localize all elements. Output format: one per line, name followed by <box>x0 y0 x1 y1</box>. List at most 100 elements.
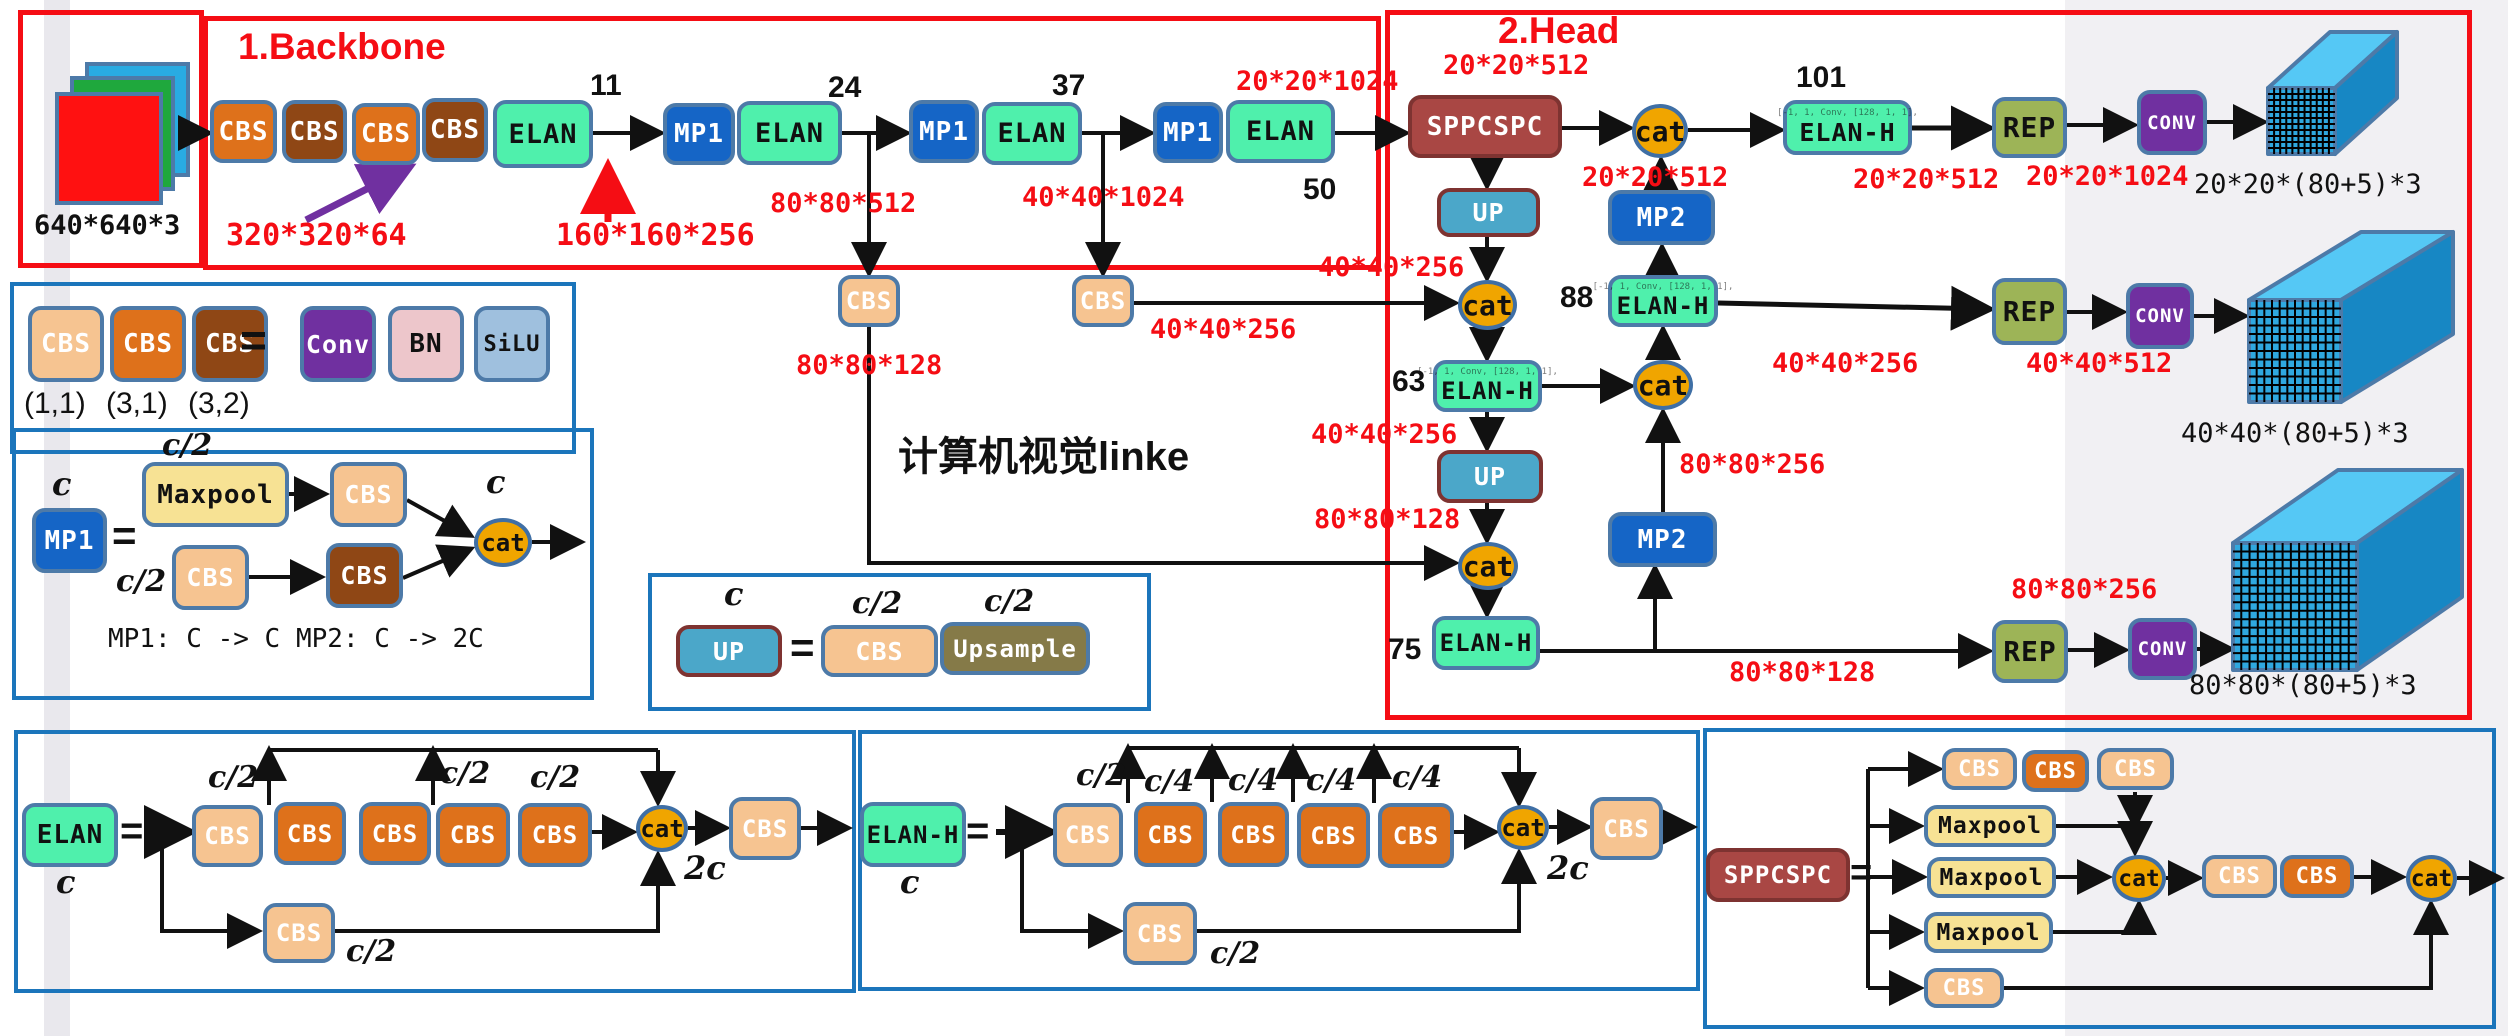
elanh-cbs-3-label: CBS <box>1230 820 1277 849</box>
spp-cbs-2: CBS <box>2022 750 2089 792</box>
backbone-title: 1.Backbone <box>238 26 446 67</box>
head-mp2-1: MP2 <box>1608 190 1715 245</box>
purple-arrow-320 <box>304 163 417 224</box>
layer-37: 37 <box>1052 69 1086 102</box>
head-conv-3-label: CONV <box>2137 638 2188 660</box>
spp-maxpool-3-label: Maxpool <box>1936 919 2041 946</box>
spp-maxpool-1: Maxpool <box>1924 805 2056 847</box>
legend-conv-label: Conv <box>305 329 371 359</box>
head-up-1-label: UP <box>1472 198 1505 227</box>
spp-maxpool-2-label: Maxpool <box>1939 864 2044 891</box>
head-rep-1: REP <box>1992 97 2067 158</box>
dim-20-20-512-rep: 20*20*512 <box>1853 164 2000 195</box>
elanh-cbs-bypass: CBS <box>1123 902 1197 965</box>
elan-cbs-3: CBS <box>359 802 431 865</box>
elan-bypass-down <box>160 832 263 949</box>
backbone-elan-2-label: ELAN <box>754 117 825 149</box>
head-sppcspc-label: SPPCSPC <box>1426 111 1544 142</box>
elanh-bypass-down <box>1020 832 1124 949</box>
legend-mp-cbs-brown-label: CBS <box>340 561 389 590</box>
legend-up-cbs: CBS <box>821 625 938 677</box>
output-cube-80 <box>2231 468 2464 672</box>
backbone-elan-1-label: ELAN <box>508 118 578 150</box>
elanh-legend-frame <box>858 730 1700 991</box>
elanh-c4-3: c/4 <box>1306 763 1357 798</box>
up-equals: = <box>790 624 815 671</box>
legend-elanh-label: ELAN-H <box>866 820 960 849</box>
route-cbs-80: CBS <box>838 275 900 327</box>
dim-40-40-256-elanh63: 40*40*256 <box>1311 419 1458 450</box>
legend-mp-cbs-top-label: CBS <box>344 480 393 509</box>
dim-20-20-512-sppcspc: 20*20*512 <box>1443 50 1590 81</box>
head-conv-1-label: CONV <box>2147 111 2197 134</box>
head-sppcspc: SPPCSPC <box>1408 95 1562 158</box>
head-elanh-101-config-text: [-1, 1, Conv, [128, 1, 1], <box>1777 107 1918 118</box>
elanh-c4-2: c/4 <box>1228 763 1279 798</box>
route-cbs-80-label: CBS <box>845 287 893 315</box>
dim-40-40-512: 40*40*512 <box>2026 348 2173 379</box>
spp-cbs-4: CBS <box>2202 855 2277 898</box>
mp-c2-bottom: c/2 <box>116 564 167 599</box>
head-elanh-63: [-1, 1, Conv, [128, 1, 1],ELAN-H <box>1417 360 1558 412</box>
head-rep-2-label: REP <box>2002 295 2057 328</box>
elanh-c-in: c <box>900 863 920 901</box>
dim-80-80-128-route: 80*80*128 <box>796 350 943 381</box>
up-c2-upsample: c/2 <box>984 584 1035 619</box>
head-cat-20: cat <box>1632 104 1688 158</box>
layer-11: 11 <box>590 69 622 102</box>
head-conv-3: CONV <box>2128 618 2197 680</box>
input-size-label: 640*640*3 <box>34 210 181 241</box>
legend-maxpool-label: Maxpool <box>157 479 274 510</box>
elanh-c4-4: c/4 <box>1392 760 1443 795</box>
watermark: 计算机视觉linke <box>898 435 1190 479</box>
legend-up: UP <box>676 625 782 677</box>
mp-cbstop-to-cat <box>406 498 475 538</box>
legend-cbs-1x1-label: CBS <box>41 329 91 359</box>
dim-40-40-256-up1: 40*40*256 <box>1318 252 1465 283</box>
backbone-cbs-3: CBS <box>352 103 420 165</box>
elanh-cbs-2: CBS <box>1134 802 1207 867</box>
legend-up-cbs-label: CBS <box>855 636 904 666</box>
head-mp2-2: MP2 <box>1608 512 1717 567</box>
legend-mp-cbs-bottom-label: CBS <box>186 563 235 592</box>
dim-20-20-512-mp2: 20*20*512 <box>1582 162 1729 193</box>
elanh-cat: cat <box>1497 805 1549 850</box>
spp-max3-to-cat <box>2053 899 2157 935</box>
dim-80-80-256-rep3: 80*80*256 <box>2011 574 2158 605</box>
dim-80-80-128-up2: 80*80*128 <box>1314 504 1461 535</box>
elanh-equals: = <box>966 809 990 853</box>
head-rep-3-label: REP <box>2003 635 2057 668</box>
legend-up-label: UP <box>712 636 746 666</box>
head-up-2: UP <box>1437 450 1543 503</box>
backbone-cbs-3-label: CBS <box>361 119 411 149</box>
layer-50: 50 <box>1303 173 1337 206</box>
spp-cbs-bypass-label: CBS <box>1942 975 1986 1001</box>
mp-c-out: c <box>486 463 506 501</box>
output-cube-40 <box>2247 230 2455 404</box>
spp-cbs-3-label: CBS <box>2114 756 2157 782</box>
spp-maxpool-2: Maxpool <box>1927 857 2056 898</box>
legend-upsample: Upsample <box>940 622 1090 675</box>
elan-cbs-2: CBS <box>274 802 346 865</box>
legend-bn-label: BN <box>409 329 443 359</box>
input-channel-red <box>55 92 163 205</box>
layer-75: 75 <box>1388 633 1422 666</box>
spp-equals: = <box>1850 852 1873 894</box>
backbone-elan-1: ELAN <box>493 100 593 168</box>
dim-40-40-256-route: 40*40*256 <box>1150 314 1297 345</box>
elanh-cbs-bypass-label: CBS <box>1136 919 1184 948</box>
output-40-label: 40*40*(80+5)*3 <box>2181 418 2409 449</box>
legend-conv: Conv <box>300 306 376 382</box>
head-rep-2: REP <box>1992 278 2067 345</box>
head-elanh-101: [-1, 1, Conv, [128, 1, 1],ELAN-H <box>1777 100 1918 155</box>
legend-mp1-label: MP1 <box>44 525 95 556</box>
backbone-elan-3: ELAN <box>982 102 1082 165</box>
head-title: 2.Head <box>1498 10 1620 51</box>
elan-cbs-bypass: CBS <box>263 903 335 963</box>
head-elanh-88: [-1, 1, Conv, [128, 1, 1],ELAN-H <box>1593 275 1733 327</box>
dim-80-80-512: 80*80*512 <box>770 188 917 219</box>
cbs-equals: = <box>240 314 267 366</box>
spp-cbs-bypass: CBS <box>1924 968 2004 1008</box>
